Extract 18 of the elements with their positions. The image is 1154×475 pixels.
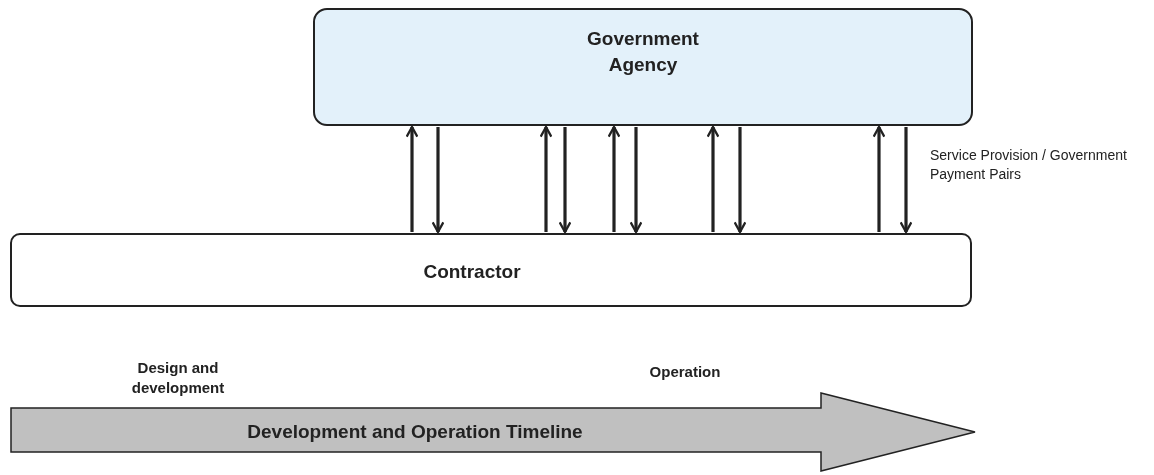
- arrow: [539, 125, 553, 232]
- arrow: [629, 127, 643, 234]
- contractor-box: [10, 233, 972, 307]
- arrow: [558, 127, 572, 234]
- agency-box: [313, 8, 973, 126]
- arrow: [431, 127, 445, 234]
- note: Service Provision / Government Payment Pairs: [930, 146, 1128, 184]
- phase-label: Operation: [648, 362, 722, 382]
- timeline-label: Development and Operation Timeline: [246, 420, 584, 444]
- arrow: [706, 125, 720, 232]
- arrow: [899, 127, 913, 234]
- arrow: [607, 125, 621, 232]
- arrow: [405, 125, 419, 232]
- node-title: Government Agency: [586, 27, 700, 77]
- node-title: Contractor: [422, 260, 522, 284]
- arrow: [733, 127, 747, 234]
- phase-label: Design and development: [130, 358, 226, 398]
- arrow: [872, 125, 886, 232]
